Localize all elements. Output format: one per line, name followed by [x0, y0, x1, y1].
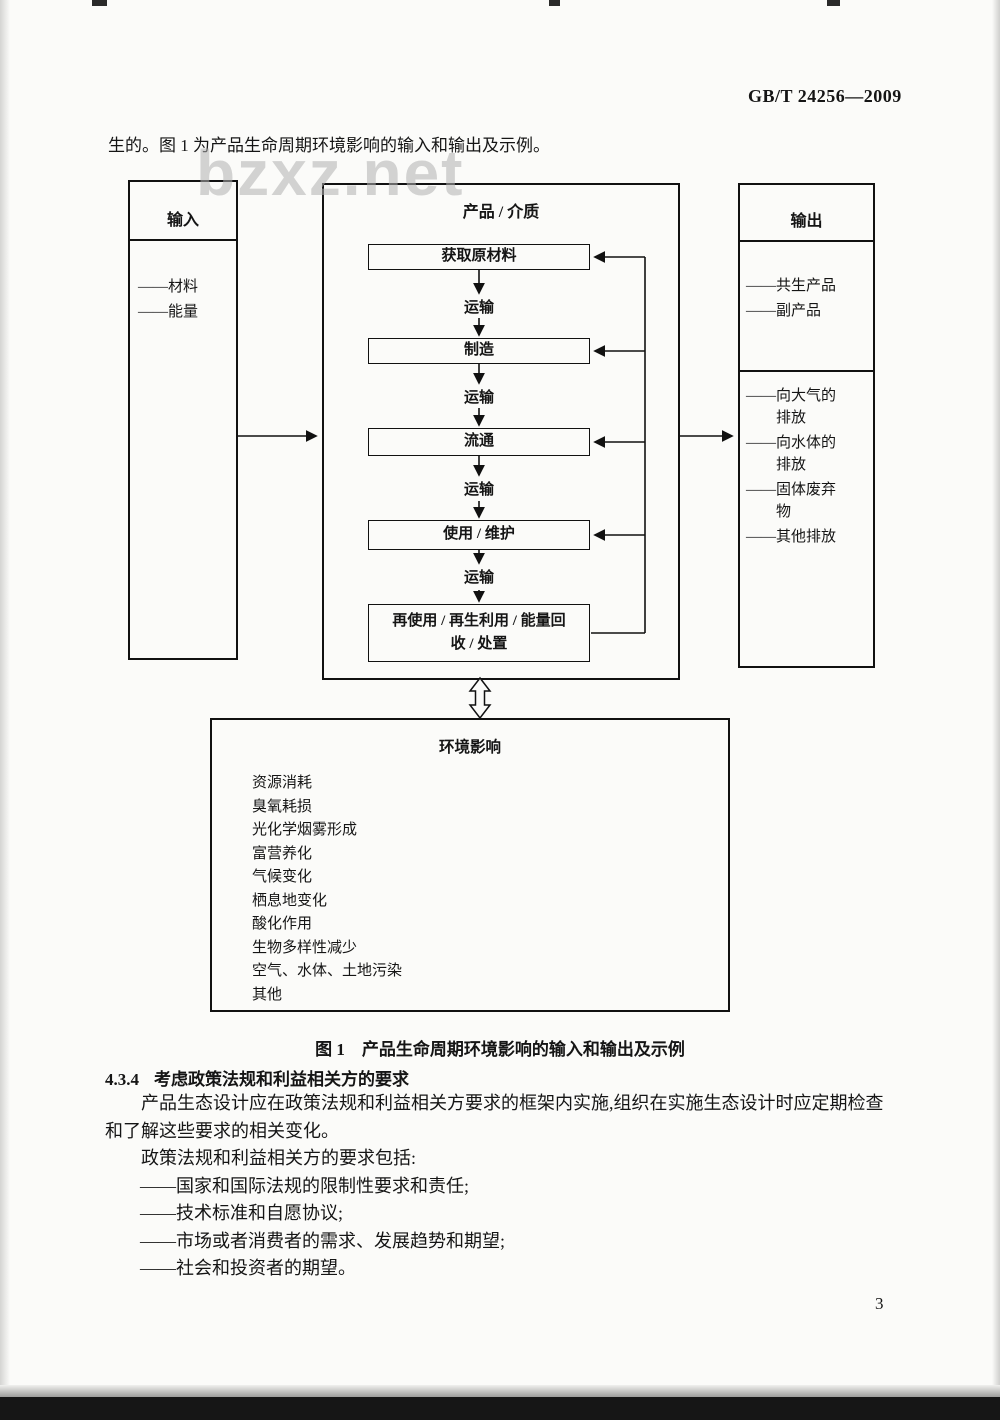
requirements-list: ——国家和国际法规的限制性要求和责任; ——技术标准和自愿协议; ——市场或者消…: [105, 1173, 900, 1283]
scan-bottom-bar: [0, 1397, 1000, 1420]
stage-manufacturing: 制造: [368, 338, 590, 364]
list-item: ——技术标准和自愿协议;: [140, 1203, 344, 1223]
section-heading: 4.3.4 考虑政策法规和利益相关方的要求: [105, 1065, 409, 1090]
divider: [740, 370, 873, 372]
output-item-label: 向大气的排放: [776, 388, 837, 426]
impact-item: 气候变化: [252, 869, 313, 885]
input-item-label: 能量: [168, 304, 199, 320]
dash: ——: [746, 303, 776, 319]
stage-acquire-raw-materials: 获取原材料: [368, 244, 590, 270]
impact-item: 光化学烟雾形成: [252, 822, 358, 838]
input-item: ——材料: [138, 276, 198, 298]
scan-mark: [827, 0, 840, 6]
impact-item: 酸化作用: [252, 916, 313, 932]
output-item-label: 副产品: [776, 303, 822, 319]
output-item: ——共生产品: [746, 275, 836, 297]
dash: ——: [746, 529, 776, 545]
list-item: ——市场或者消费者的需求、发展趋势和期望;: [140, 1230, 505, 1251]
paragraph: 政策法规和利益相关方的要求包括:: [141, 1148, 416, 1168]
impact-item: 臭氧耗损: [252, 798, 313, 815]
dash: ——: [746, 278, 776, 294]
dash: ——: [138, 304, 168, 320]
output-products: ——共生产品 ——副产品: [746, 275, 836, 325]
stage-distribution: 流通: [368, 428, 590, 456]
intro-text: 生的。图 1 为产品生命周期环境影响的输入和输出及示例。: [108, 136, 550, 155]
divider: [130, 239, 236, 241]
impact-item: 生物多样性减少: [252, 939, 358, 956]
section-number: 4.3.4: [105, 1070, 139, 1089]
paragraph: 产品生态设计应在政策法规和利益相关方要求的框架内实施,组织在实施生态设计时应定期…: [105, 1093, 884, 1141]
output-item-label: 其他排放: [776, 529, 837, 545]
environmental-impact-box: 环境影响 资源消耗 臭氧耗损 光化学烟雾形成 富营养化 气候变化 栖息地变化 酸…: [210, 718, 730, 1012]
input-box-title: 输入: [166, 212, 199, 229]
impact-item: 其他: [252, 986, 283, 1003]
output-item: ——向大气的排放: [746, 385, 850, 429]
input-item-label: 材料: [168, 279, 199, 295]
impact-item: 富营养化: [252, 845, 313, 862]
list-item: ——国家和国际法规的限制性要求和责任;: [140, 1175, 469, 1196]
transport-label: 运输: [463, 300, 494, 316]
dash: ——: [138, 279, 168, 295]
dash: ——: [746, 482, 776, 498]
impact-box-title: 环境影响: [438, 739, 501, 756]
transport-label: 运输: [463, 482, 494, 498]
impact-item: 栖息地变化: [252, 892, 328, 909]
output-item: ——副产品: [746, 300, 836, 322]
stage-reuse-recycle-disposal: 再使用 / 再生利用 / 能量回收 / 处置: [368, 604, 590, 662]
output-item: ——向水体的排放: [746, 432, 850, 476]
input-box: 输入 ——材料 ——能量: [128, 180, 238, 660]
scan-mark: [549, 0, 560, 6]
input-items: ——材料 ——能量: [138, 276, 198, 326]
scan-mark: [92, 0, 107, 6]
list-item: ——社会和投资者的期望。: [140, 1258, 356, 1278]
product-box-title: 产品 / 介质: [462, 204, 540, 221]
figure-caption: 图 1 产品生命周期环境影响的输入和输出及示例: [315, 1040, 685, 1059]
output-item-label: 共生产品: [776, 278, 837, 294]
output-box: 输出 ——共生产品 ——副产品 ——向大气的排放 ——向水体的排放 ——固体废弃…: [738, 183, 875, 668]
output-item: ——其他排放: [746, 526, 850, 548]
dash: ——: [746, 435, 776, 451]
transport-label: 运输: [463, 390, 494, 406]
impact-item: 资源消耗: [252, 775, 313, 791]
input-item: ——能量: [138, 301, 198, 323]
section-title: 考虑政策法规和利益相关方的要求: [154, 1070, 409, 1089]
scan-bottom-fade: [0, 1385, 1000, 1397]
body-text: 产品生态设计应在政策法规和利益相关方要求的框架内实施,组织在实施生态设计时应定期…: [105, 1090, 900, 1283]
output-item-label: 固体废弃物: [776, 482, 837, 520]
output-emissions: ——向大气的排放 ——向水体的排放 ——固体废弃物 ——其他排放: [746, 385, 850, 551]
impact-items: 资源消耗 臭氧耗损 光化学烟雾形成 富营养化 气候变化 栖息地变化 酸化作用 生…: [252, 772, 402, 1007]
scan-edge-left: [0, 0, 10, 1420]
scan-edge-right: [992, 0, 1000, 1420]
output-box-title: 输出: [790, 213, 823, 230]
transport-label: 运输: [463, 570, 494, 586]
divider: [740, 240, 873, 242]
standard-code: GB/T 24256—2009: [748, 86, 902, 106]
output-item: ——固体废弃物: [746, 479, 850, 523]
output-item-label: 向水体的排放: [776, 435, 837, 473]
impact-item: 空气、水体、土地污染: [252, 963, 403, 979]
stage-use-maintenance: 使用 / 维护: [368, 520, 590, 550]
page-number: 3: [875, 1294, 884, 1313]
dash: ——: [746, 388, 776, 404]
product-medium-box: 产品 / 介质: [322, 183, 680, 680]
